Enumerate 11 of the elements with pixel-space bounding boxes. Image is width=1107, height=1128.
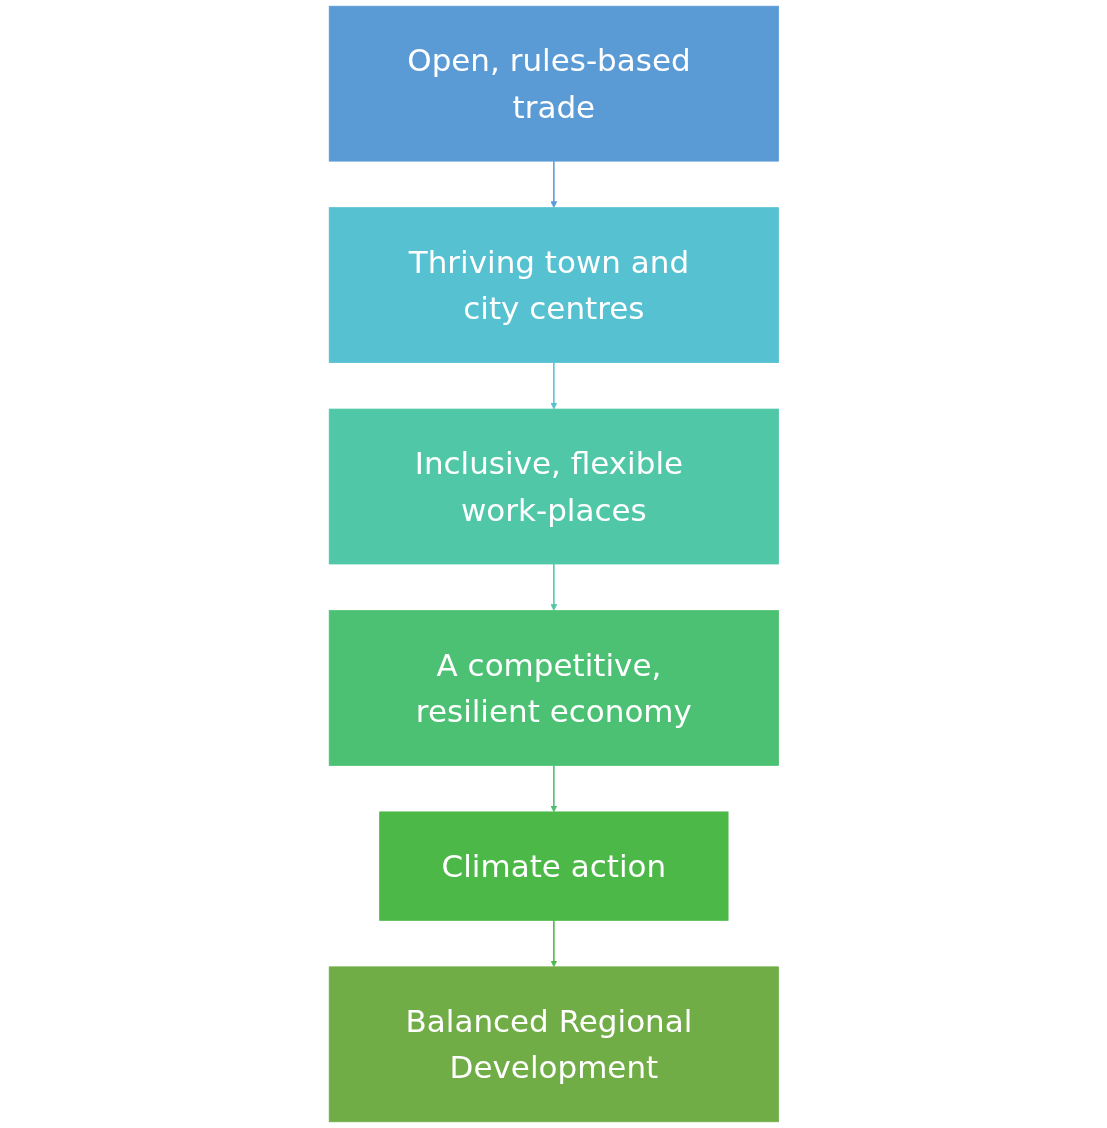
node-box: Climate action [378, 811, 729, 921]
arrow [550, 160, 557, 208]
arrow [550, 764, 557, 813]
arrow [550, 563, 557, 611]
arrow [550, 919, 557, 968]
node-box: A competitive, resilient economy [328, 610, 779, 766]
arrow [550, 361, 557, 410]
node-box: Inclusive, flexible work-places [328, 408, 779, 565]
node-box: Balanced Regional Development [328, 966, 779, 1123]
node-box: Thriving town and city centres [328, 207, 779, 363]
node-box: Open, rules-based trade [328, 5, 779, 162]
